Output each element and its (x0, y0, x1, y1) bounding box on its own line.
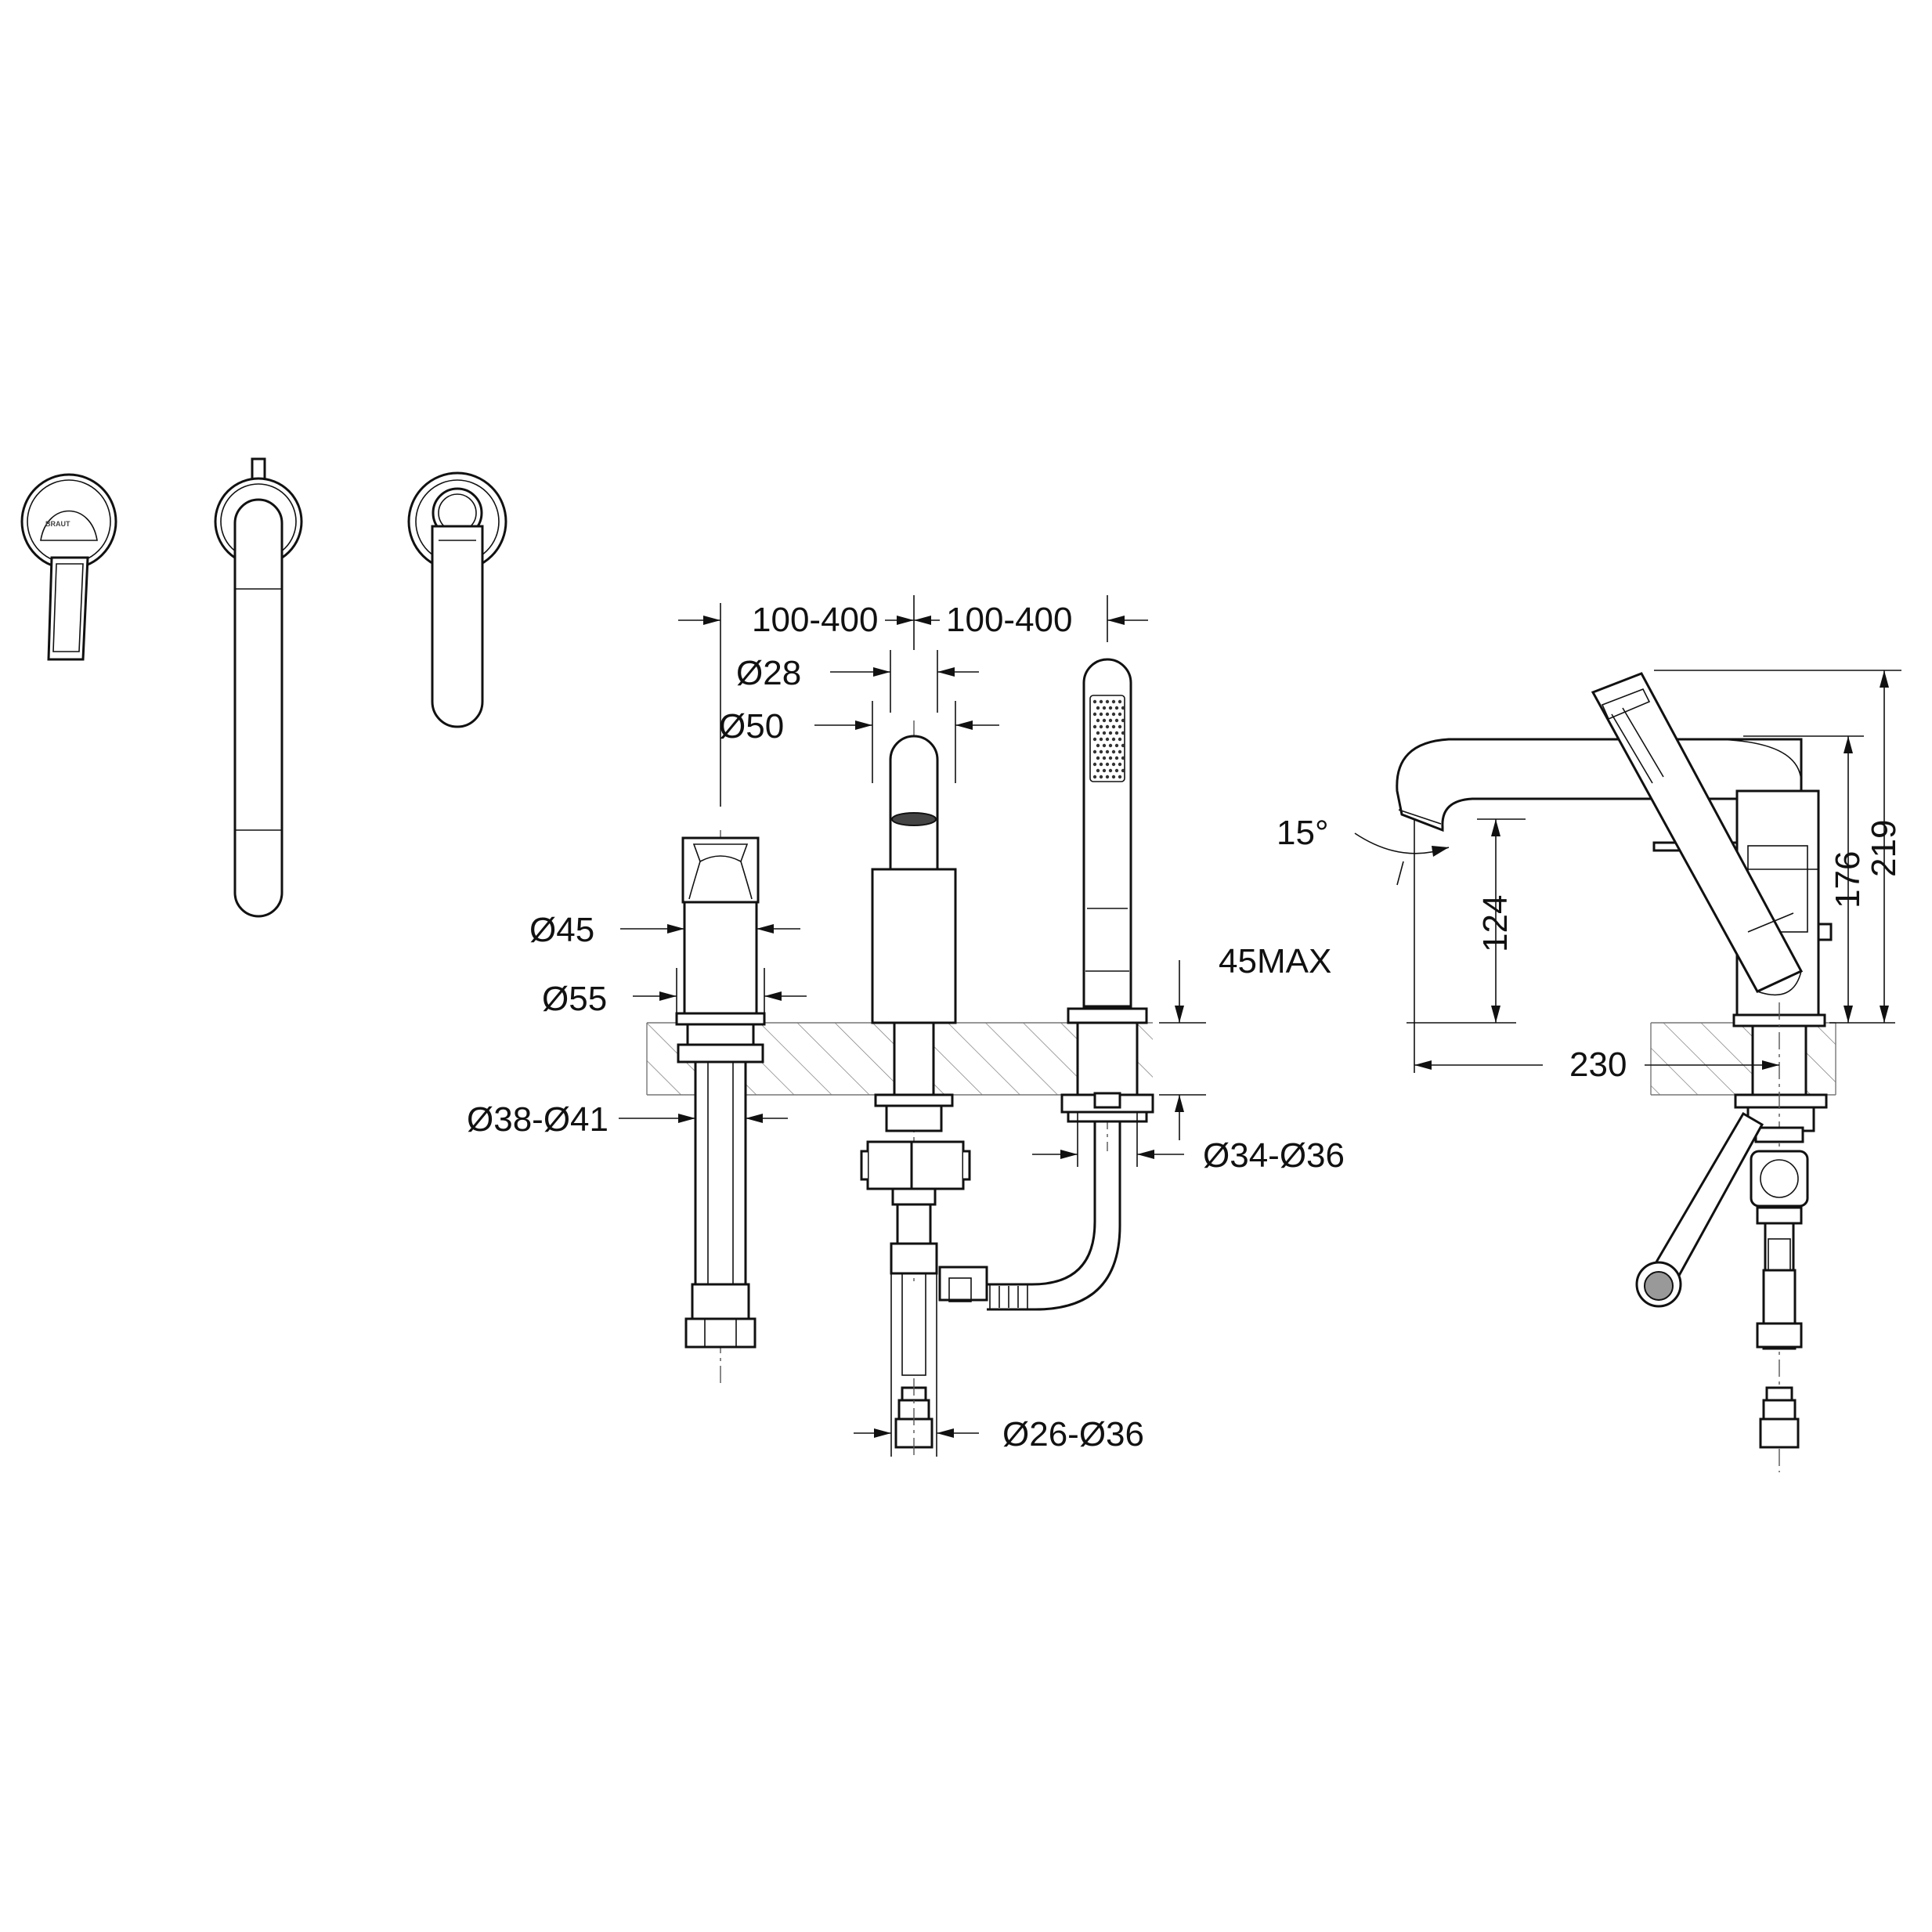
spray-hole (1092, 737, 1097, 742)
spray-hole (1092, 749, 1097, 754)
dim-swivel-angle: 15° (1277, 814, 1329, 852)
spray-hole (1121, 706, 1125, 710)
dim-handle-dia-base: Ø55 (542, 980, 607, 1018)
dimension-deck-max: 45MAX (1159, 942, 1331, 1140)
dim-spout-height: 124 (1476, 895, 1515, 952)
front-hand-shower (938, 658, 1154, 1311)
spray-hole (1108, 756, 1113, 760)
spray-hole (1105, 724, 1110, 729)
spray-hole (1105, 737, 1110, 742)
side-view-spout (1396, 672, 1833, 1472)
dim-total-height-mid: 176 (1829, 851, 1867, 908)
spray-hole (1096, 743, 1100, 748)
spray-hole (1108, 768, 1113, 773)
spray-hole (1096, 731, 1100, 735)
spray-hole (1102, 706, 1107, 710)
spray-hole (1099, 762, 1103, 767)
spray-hole (1102, 743, 1107, 748)
spray-hole (1099, 724, 1103, 729)
dim-spout-hole: Ø26-Ø36 (1002, 1415, 1144, 1454)
spray-hole (1114, 718, 1119, 723)
spray-hole (1108, 718, 1113, 723)
dim-total-height: 219 (1865, 820, 1903, 877)
spray-hole (1105, 749, 1110, 754)
spray-hole (1096, 756, 1100, 760)
spray-hole (1114, 756, 1119, 760)
spray-hole (1108, 743, 1113, 748)
spray-hole (1092, 775, 1097, 779)
spray-hole (1121, 743, 1125, 748)
dimension-side-view: 15° 124 176 219 230 (1277, 670, 1903, 1084)
dimension-spout-hole: Ø26-Ø36 (854, 1415, 1144, 1454)
front-handle-mixer (675, 830, 766, 1386)
spray-hole (1108, 731, 1113, 735)
spray-hole (1099, 749, 1103, 754)
dim-shower-hole: Ø34-Ø36 (1203, 1136, 1345, 1175)
spray-hole (1092, 699, 1097, 704)
spray-hole (1099, 712, 1103, 717)
spray-hole (1096, 718, 1100, 723)
deck-section-side (1650, 1022, 1836, 1096)
spray-hole (1118, 712, 1122, 717)
spray-hole (1099, 699, 1103, 704)
spray-hole (1118, 775, 1122, 779)
spray-hole (1096, 768, 1100, 773)
spray-hole (1111, 737, 1116, 742)
spray-hole (1118, 737, 1122, 742)
spray-hole (1092, 712, 1097, 717)
dim-handle-dia-top: Ø45 (529, 911, 594, 949)
spray-hole (1102, 756, 1107, 760)
spray-hole (1099, 775, 1103, 779)
dimension-shower-hole: Ø34-Ø36 (1032, 1112, 1345, 1175)
spray-hole (1092, 724, 1097, 729)
spray-hole (1092, 762, 1097, 767)
dim-projection: 230 (1569, 1045, 1627, 1084)
dim-spacing-left: 100-400 (752, 601, 878, 639)
spray-hole (1111, 775, 1116, 779)
spray-hole (1105, 762, 1110, 767)
spray-hole (1118, 749, 1122, 754)
spray-hole (1114, 768, 1119, 773)
spray-hole (1121, 718, 1125, 723)
spray-hole (1114, 706, 1119, 710)
spray-hole (1111, 712, 1116, 717)
top-view-shower (407, 471, 507, 728)
spray-hole (1102, 718, 1107, 723)
dim-spout-dia-body: Ø50 (719, 707, 784, 746)
spray-hole (1102, 731, 1107, 735)
spray-hole (1105, 712, 1110, 717)
spray-hole (1114, 731, 1119, 735)
top-view-handle: BRAUT (20, 473, 117, 661)
spray-hole (1096, 706, 1100, 710)
dim-handle-hole: Ø38-Ø41 (467, 1100, 608, 1139)
spray-hole (1121, 768, 1125, 773)
spray-hole (1118, 699, 1122, 704)
dim-spout-dia-top: Ø28 (736, 654, 801, 692)
shower-spray-holes (1092, 699, 1125, 779)
dimension-handle-diameters: Ø45 Ø55 Ø38-Ø41 (467, 911, 807, 1139)
front-spout (860, 720, 971, 1457)
dimension-spout-diameters: Ø28 Ø50 (719, 650, 999, 783)
spray-hole (1105, 775, 1110, 779)
spray-hole (1111, 749, 1116, 754)
spray-hole (1121, 731, 1125, 735)
spray-hole (1111, 699, 1116, 704)
spray-hole (1114, 743, 1119, 748)
dim-spacing-right: 100-400 (946, 601, 1072, 639)
spray-hole (1118, 724, 1122, 729)
top-view-spout (214, 457, 303, 918)
dimension-spacing: 100-400 100-400 (678, 595, 1148, 807)
spray-hole (1111, 724, 1116, 729)
spray-hole (1111, 762, 1116, 767)
dim-deck-max: 45MAX (1219, 942, 1331, 980)
brand-logo: BRAUT (45, 520, 70, 528)
spray-hole (1102, 768, 1107, 773)
spray-hole (1099, 737, 1103, 742)
spray-hole (1121, 756, 1125, 760)
spray-hole (1105, 699, 1110, 704)
spray-hole (1118, 762, 1122, 767)
spray-hole (1108, 706, 1113, 710)
